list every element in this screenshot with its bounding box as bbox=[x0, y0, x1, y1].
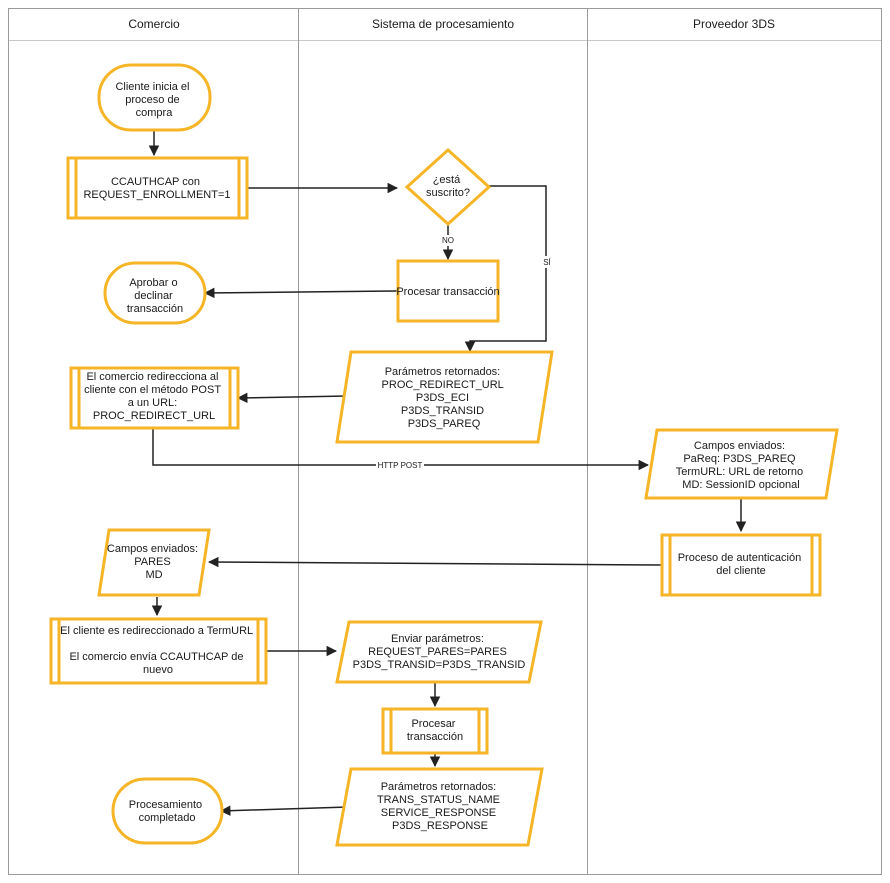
procesar-transaccion-2-label: Procesar transacción bbox=[407, 718, 463, 743]
edge-auth-to-campos-pares bbox=[207, 556, 663, 568]
campos-enviados-pares-label: Campos enviados: PARES MD bbox=[107, 543, 201, 581]
aprobar-terminator bbox=[103, 261, 207, 325]
fin-label: Procesamiento completado bbox=[129, 799, 205, 824]
edge-http-post bbox=[152, 428, 650, 471]
edge-labels: NO SÍ HTTP POST bbox=[376, 235, 553, 471]
lane-title-comercio: Comercio bbox=[128, 17, 180, 31]
redirect-label: El comercio redirecciona al cliente con … bbox=[84, 371, 224, 422]
ccauthcap-label: CCAUTHCAP con REQUEST_ENROLLMENT=1 bbox=[83, 176, 230, 201]
enrollment-decision bbox=[404, 147, 492, 227]
enviar-parametros-label: Enviar parámetros: REQUEST_PARES=PARES P… bbox=[353, 633, 526, 671]
params-retornados-2-label: Parámetros retornados: TRANS_STATUS_NAME… bbox=[377, 781, 503, 832]
edge-label-no: NO bbox=[442, 236, 454, 245]
autenticacion-process bbox=[660, 533, 822, 597]
campos-enviados-3ds-label: Campos enviados: PaReq: P3DS_PAREQ TermU… bbox=[676, 440, 806, 491]
procesar-transaccion-label: Procesar transacción bbox=[396, 286, 499, 298]
lane-title-sistema: Sistema de procesamiento bbox=[372, 17, 514, 31]
lane-frame bbox=[8, 8, 882, 875]
lane-header-bar bbox=[8, 8, 882, 41]
edge-params2-to-fin bbox=[219, 805, 349, 816]
edge-params-to-redirect bbox=[236, 392, 348, 404]
ccauthcap-process bbox=[66, 156, 249, 220]
campos-enviados-3ds-data bbox=[644, 428, 839, 500]
termurl-process bbox=[49, 617, 268, 685]
edge-decision-si bbox=[464, 185, 547, 353]
fin-terminator bbox=[111, 777, 224, 845]
redirect-process bbox=[69, 366, 240, 430]
edge-procesar-to-aprobar bbox=[203, 287, 399, 299]
edges bbox=[148, 130, 747, 816]
shape-labels: Cliente inicia el proceso de compra CCAU… bbox=[60, 81, 806, 832]
params-retornados-2-data bbox=[335, 767, 544, 847]
enviar-parametros-data bbox=[335, 620, 543, 684]
campos-enviados-pares-data bbox=[97, 528, 211, 597]
shapes bbox=[49, 63, 839, 847]
procesar-transaccion-2-process bbox=[381, 707, 489, 755]
params-retornados-label: Parámetros retornados: PROC_REDIRECT_URL… bbox=[382, 366, 507, 430]
aprobar-label: Aprobar o declinar transacción bbox=[127, 277, 183, 315]
procesar-transaccion-process bbox=[396, 259, 500, 323]
start-terminator bbox=[97, 63, 212, 132]
autenticacion-label: Proceso de autenticación del cliente bbox=[678, 552, 805, 577]
start-label: Cliente inicia el proceso de compra bbox=[115, 81, 192, 119]
edge-label-http-post: HTTP POST bbox=[378, 461, 423, 470]
decision-label: ¿está suscrito? bbox=[426, 174, 470, 199]
termurl-label: El cliente es redireccionado a TermURL E… bbox=[60, 625, 256, 676]
lane-title-proveedor-3ds: Proveedor 3DS bbox=[693, 17, 775, 31]
swimlanes: Comercio Sistema de procesamiento Provee… bbox=[8, 8, 882, 875]
params-retornados-data bbox=[335, 350, 554, 444]
edge-label-si: SÍ bbox=[543, 258, 551, 267]
